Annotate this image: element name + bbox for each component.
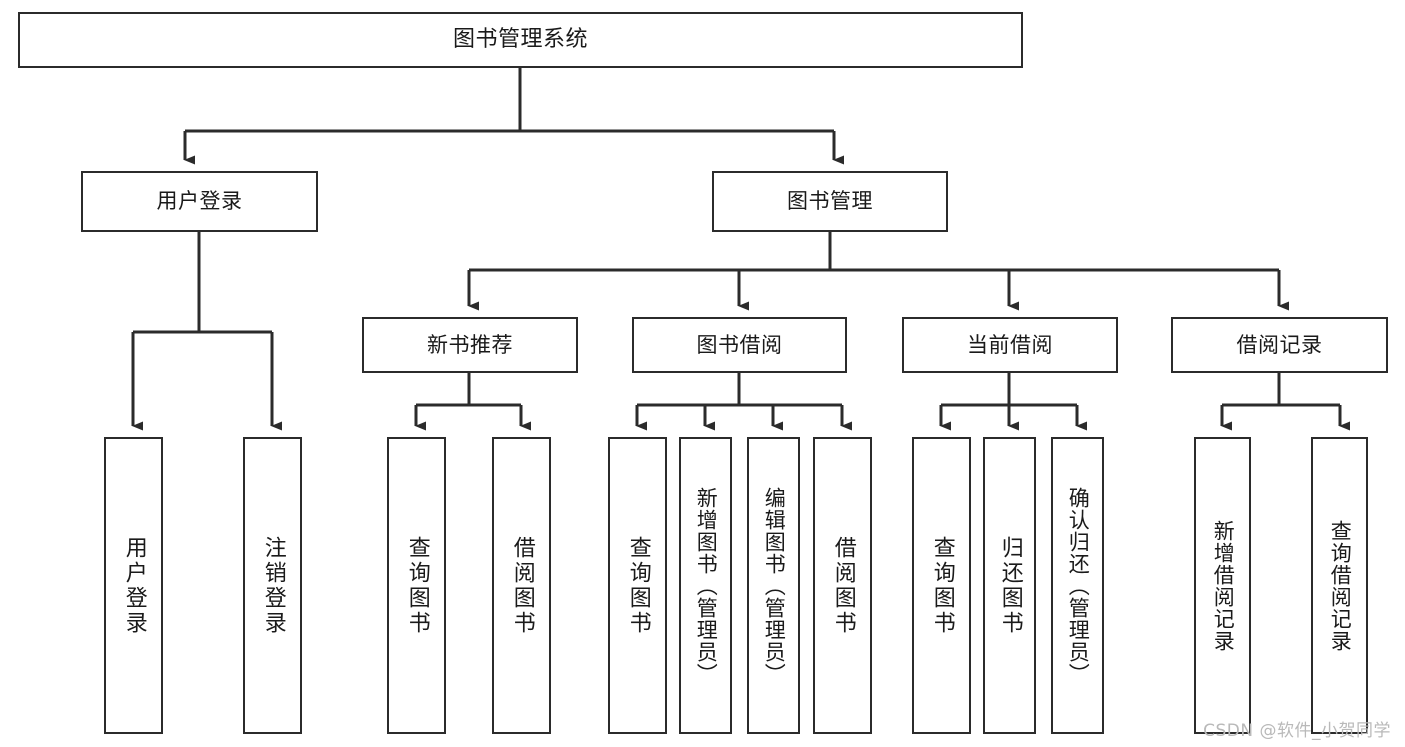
leaf-query-book-current[interactable]: 查询图书	[912, 437, 971, 734]
node-label: 借阅图书	[509, 535, 535, 636]
leaf-add-book-admin[interactable]: 新增图书（管理员）	[679, 437, 732, 734]
node-current-borrowing[interactable]: 当前借阅	[902, 317, 1118, 373]
node-new-book-recommendation[interactable]: 新书推荐	[362, 317, 578, 373]
node-label: 归还图书	[997, 535, 1023, 636]
node-label: 查询图书	[404, 535, 430, 636]
node-borrowing-record[interactable]: 借阅记录	[1171, 317, 1388, 373]
node-label: 借阅图书	[830, 535, 856, 636]
leaf-query-book-recommendation[interactable]: 查询图书	[387, 437, 446, 734]
node-label: 新增图书（管理员）	[694, 486, 719, 685]
node-label: 确认归还（管理员）	[1066, 486, 1091, 685]
node-root-book-management-system[interactable]: 图书管理系统	[18, 12, 1023, 68]
leaf-query-book-borrowing[interactable]: 查询图书	[608, 437, 667, 734]
node-label: 用户登录	[121, 535, 147, 636]
leaf-return-book[interactable]: 归还图书	[983, 437, 1036, 734]
leaf-user-login[interactable]: 用户登录	[104, 437, 163, 734]
leaf-borrow-book-borrowing[interactable]: 借阅图书	[813, 437, 872, 734]
node-label: 注销登录	[260, 535, 286, 636]
node-label: 新增借阅记录	[1211, 519, 1236, 652]
node-label: 新书推荐	[427, 332, 513, 357]
leaf-borrow-book-recommendation[interactable]: 借阅图书	[492, 437, 551, 734]
leaf-confirm-return-admin[interactable]: 确认归还（管理员）	[1051, 437, 1104, 734]
node-label: 当前借阅	[967, 332, 1053, 357]
node-label: 查询图书	[625, 535, 651, 636]
node-book-management[interactable]: 图书管理	[712, 171, 948, 232]
node-label: 借阅记录	[1236, 332, 1323, 357]
node-label: 编辑图书（管理员）	[762, 486, 787, 685]
node-label: 查询图书	[929, 535, 955, 636]
node-book-borrowing[interactable]: 图书借阅	[632, 317, 847, 373]
node-user-login[interactable]: 用户登录	[81, 171, 318, 232]
leaf-logout[interactable]: 注销登录	[243, 437, 302, 734]
node-label: 图书管理	[787, 189, 873, 214]
node-label: 用户登录	[156, 189, 243, 214]
node-label: 查询借阅记录	[1328, 519, 1353, 652]
node-label: 图书管理系统	[452, 27, 588, 53]
leaf-query-borrowing-record[interactable]: 查询借阅记录	[1311, 437, 1368, 734]
node-label: 图书借阅	[696, 332, 783, 357]
leaf-add-borrowing-record[interactable]: 新增借阅记录	[1194, 437, 1251, 734]
leaf-edit-book-admin[interactable]: 编辑图书（管理员）	[747, 437, 800, 734]
